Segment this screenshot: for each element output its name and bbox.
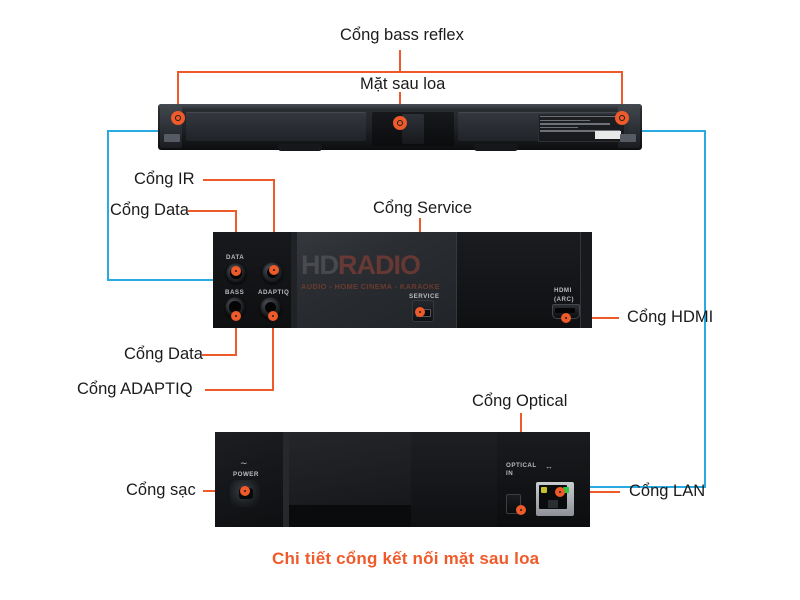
marker-service: [415, 307, 425, 317]
soundbar-serial-sticker: [595, 131, 621, 139]
soundbar-rear-image: [158, 104, 642, 151]
soundbar-vent-left: [186, 112, 366, 141]
connector-panel-middle-image: HDRADIO AUDIO - HOME CINEMA - KARAOKE DA…: [213, 232, 592, 328]
label-lan: Cổng LAN: [629, 482, 706, 500]
marker-bass-data: [231, 311, 241, 321]
marker-data-top: [231, 266, 241, 276]
marker-lan: [555, 487, 565, 497]
label-hdmi: Cổng HDMI: [627, 308, 714, 326]
watermark-tagline: AUDIO - HOME CINEMA - KARAOKE: [301, 282, 441, 291]
port-lan-rj45: [536, 482, 574, 516]
silk-power: POWER: [233, 471, 259, 478]
watermark-radio: RADIO: [338, 250, 421, 280]
silk-hdmi: HDMI: [554, 287, 572, 294]
mid-divider-2: [580, 232, 581, 328]
label-data-bottom: Cổng Data: [124, 345, 203, 363]
label-service: Cổng Service: [373, 199, 473, 217]
marker-hdmi: [561, 313, 571, 323]
bot-segment-center: [411, 432, 497, 527]
lan-led-amber: [541, 487, 547, 493]
mid-segment-right: [581, 232, 592, 328]
watermark-hd: HD: [301, 250, 339, 280]
silk-hdmi-arc: (ARC): [554, 296, 575, 303]
marker-bass-reflex-left: [171, 111, 185, 125]
marker-power: [240, 486, 250, 496]
label-ir: Cổng IR: [134, 170, 195, 188]
silk-service: SERVICE: [409, 293, 440, 300]
connector-panel-bottom-image: ∼ POWER OPTICAL IN ↔: [215, 432, 590, 527]
marker-adaptiq: [268, 311, 278, 321]
bot-segment-seam: [283, 432, 289, 527]
lan-port-tab: [548, 500, 558, 508]
soundbar-grip-left: [164, 134, 180, 142]
silk-adaptiq: ADAPTIQ: [258, 289, 290, 296]
silk-bass: BASS: [225, 289, 245, 296]
bot-recess-shadow: [289, 505, 411, 527]
mid-divider-1: [456, 232, 457, 328]
marker-rear-panel-center: [393, 116, 407, 130]
silk-lan-symbol: ↔: [545, 462, 554, 471]
soundbar-grip-right: [620, 134, 636, 142]
lan-led-green: [563, 487, 569, 493]
silk-optical-in: IN: [506, 470, 514, 477]
soundbar-foot-left: [278, 144, 322, 151]
silk-optical: OPTICAL: [506, 462, 537, 469]
silk-data: DATA: [226, 254, 245, 261]
label-bass-reflex: Cổng bass reflex: [340, 26, 464, 44]
silk-power-symbol: ∼: [240, 458, 248, 468]
label-optical: Cổng Optical: [472, 392, 568, 410]
marker-ir: [269, 265, 279, 275]
figure-caption: Chi tiết cổng kết nối mặt sau loa: [272, 549, 540, 568]
soundbar-top-edge: [158, 104, 642, 109]
bot-segment-left: [215, 432, 283, 527]
label-data-top: Cổng Data: [110, 201, 189, 219]
soundbar-center-plate: [402, 114, 424, 144]
label-power: Cổng sạc: [126, 481, 196, 499]
mid-segment-seam1: [291, 232, 297, 328]
label-adaptiq: Cổng ADAPTIQ: [77, 380, 193, 398]
marker-optical: [516, 505, 526, 515]
soundbar-spec-label-lines: [540, 116, 620, 134]
soundbar-foot-right: [474, 144, 518, 151]
marker-bass-reflex-right: [615, 111, 629, 125]
label-rear-panel: Mặt sau loa: [360, 75, 446, 93]
hd-radio-watermark: HDRADIO AUDIO - HOME CINEMA - KARAOKE: [301, 250, 451, 292]
